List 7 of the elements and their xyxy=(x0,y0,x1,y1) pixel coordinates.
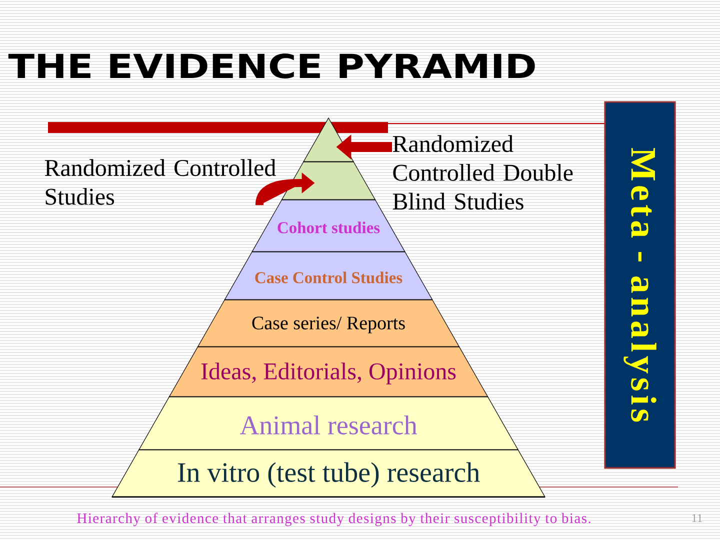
page-number: 11 xyxy=(692,514,702,522)
caption: Hierarchy of evidence that arranges study designs by their susceptibility to bias. xyxy=(77,512,590,526)
pyramid-tier: Case series/ Reports xyxy=(197,300,460,348)
pyramid-tier: Ideas, Editorials, Opinions xyxy=(168,346,488,398)
pyramid-tier: Case Control Studies xyxy=(224,252,433,301)
vertical-banner: Meta - analysis xyxy=(604,101,676,469)
title: THE EVIDENCE PYRAMID xyxy=(8,54,535,78)
